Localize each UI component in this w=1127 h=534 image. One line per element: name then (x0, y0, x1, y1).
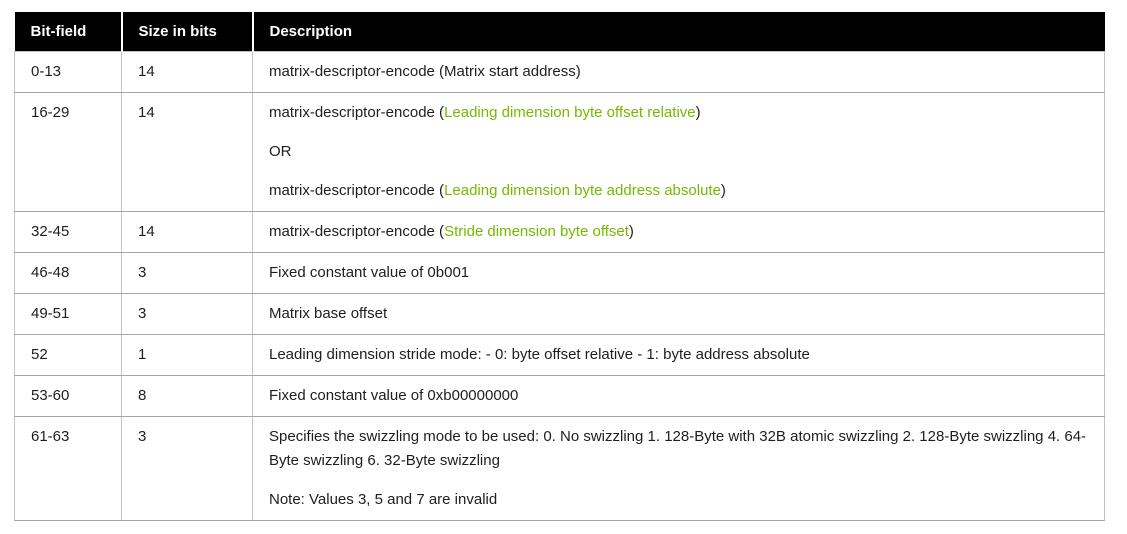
description-text: matrix-descriptor-encode ( (269, 104, 445, 121)
bitfield-cell: 61-63 (14, 416, 122, 521)
description-text: ) (720, 182, 726, 199)
description-text: Fixed constant value of 0b001 (269, 264, 470, 281)
description-cell: matrix-descriptor-encode (Matrix start a… (252, 51, 1105, 93)
description-text: matrix-descriptor-encode ( (269, 182, 445, 199)
table-row: 46-48 3 Fixed constant value of 0b001 (14, 252, 1105, 294)
description-text: ) (695, 104, 701, 121)
description-text: Leading dimension stride mode: - 0: byte… (269, 346, 810, 363)
bitfield-cell: 0-13 (14, 51, 122, 93)
column-header-bitfield: Bit-field (14, 12, 122, 52)
table-row: 16-29 14 matrix-descriptor-encode (Leadi… (14, 92, 1105, 212)
description-paragraph: matrix-descriptor-encode (Leading dimens… (269, 101, 1088, 125)
table-row: 61-63 3 Specifies the swizzling mode to … (14, 416, 1105, 521)
description-cell: Fixed constant value of 0xb00000000 (252, 375, 1105, 417)
size-cell: 14 (121, 92, 253, 212)
description-text: matrix-descriptor-encode (Matrix start a… (269, 63, 581, 80)
doc-link[interactable]: Leading dimension byte address absolute (444, 182, 721, 199)
table-row: 49-51 3 Matrix base offset (14, 293, 1105, 335)
description-paragraph: Note: Values 3, 5 and 7 are invalid (269, 488, 1088, 512)
description-paragraph: matrix-descriptor-encode (Matrix start a… (269, 60, 1088, 84)
description-text: ) (628, 223, 634, 240)
description-paragraph: matrix-descriptor-encode (Stride dimensi… (269, 220, 1088, 244)
description-text: matrix-descriptor-encode ( (269, 223, 445, 240)
description-paragraph: matrix-descriptor-encode (Leading dimens… (269, 179, 1088, 203)
size-cell: 14 (121, 211, 253, 253)
description-text: Matrix base offset (269, 305, 388, 322)
description-cell: Specifies the swizzling mode to be used:… (252, 416, 1105, 521)
description-text: Fixed constant value of 0xb00000000 (269, 387, 519, 404)
description-cell: matrix-descriptor-encode (Leading dimens… (252, 92, 1105, 212)
header-row: Bit-field Size in bits Description (14, 12, 1105, 52)
table-row: 52 1 Leading dimension stride mode: - 0:… (14, 334, 1105, 376)
bitfield-cell: 53-60 (14, 375, 122, 417)
description-paragraph: Matrix base offset (269, 302, 1088, 326)
size-cell: 3 (121, 252, 253, 294)
doc-link[interactable]: Leading dimension byte offset relative (444, 104, 696, 121)
table-row: 0-13 14 matrix-descriptor-encode (Matrix… (14, 51, 1105, 93)
description-paragraph: Leading dimension stride mode: - 0: byte… (269, 343, 1088, 367)
column-header-size: Size in bits (120, 12, 253, 52)
description-cell: matrix-descriptor-encode (Stride dimensi… (252, 211, 1105, 253)
description-text: Note: Values 3, 5 and 7 are invalid (269, 491, 498, 508)
size-cell: 1 (121, 334, 253, 376)
bitfield-cell: 16-29 (14, 92, 122, 212)
description-text: OR (269, 143, 292, 160)
description-text: Specifies the swizzling mode to be used:… (269, 428, 1087, 469)
size-cell: 8 (121, 375, 253, 417)
description-paragraph: Specifies the swizzling mode to be used:… (269, 425, 1088, 473)
description-cell: Leading dimension stride mode: - 0: byte… (252, 334, 1105, 376)
description-cell: Fixed constant value of 0b001 (252, 252, 1105, 294)
bit-field-descriptor-table: Bit-field Size in bits Description 0-13 … (14, 12, 1105, 521)
table-body: 0-13 14 matrix-descriptor-encode (Matrix… (14, 51, 1105, 521)
bitfield-cell: 32-45 (14, 211, 122, 253)
bitfield-cell: 46-48 (14, 252, 122, 294)
table-header: Bit-field Size in bits Description (14, 12, 1105, 52)
doc-link[interactable]: Stride dimension byte offset (444, 223, 629, 240)
bitfield-cell: 52 (14, 334, 122, 376)
description-paragraph: OR (269, 140, 1088, 164)
table-row: 32-45 14 matrix-descriptor-encode (Strid… (14, 211, 1105, 253)
column-header-description: Description (251, 12, 1105, 52)
size-cell: 3 (121, 416, 253, 521)
size-cell: 3 (121, 293, 253, 335)
description-cell: Matrix base offset (252, 293, 1105, 335)
description-paragraph: Fixed constant value of 0xb00000000 (269, 384, 1088, 408)
bitfield-cell: 49-51 (14, 293, 122, 335)
size-cell: 14 (121, 51, 253, 93)
table-row: 53-60 8 Fixed constant value of 0xb00000… (14, 375, 1105, 417)
description-paragraph: Fixed constant value of 0b001 (269, 261, 1088, 285)
